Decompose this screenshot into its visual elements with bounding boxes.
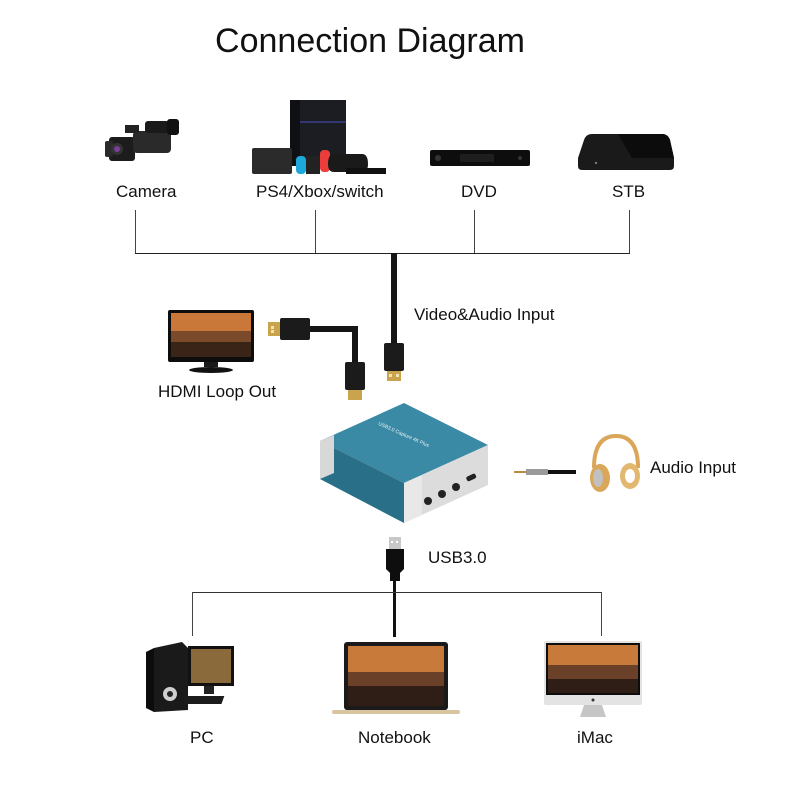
capture-device [320, 403, 488, 523]
output-bus-line [192, 592, 602, 593]
diagram-title: Connection Diagram [215, 22, 525, 60]
bus-drop-camera [135, 210, 136, 253]
imac-icon [544, 641, 642, 717]
audio-input-label: Audio Input [650, 458, 737, 477]
game-consoles-icon [252, 100, 386, 174]
bus-drop-imac [601, 592, 602, 636]
output-label-imac: iMac [577, 728, 613, 747]
source-label-camera: Camera [116, 182, 177, 201]
hdmi-loop-out-label: HDMI Loop Out [158, 382, 277, 401]
source-label-dvd: DVD [461, 182, 497, 201]
usb-label: USB3.0 [428, 548, 487, 567]
bus-drop-stb [629, 210, 630, 253]
output-label-notebook: Notebook [358, 728, 431, 747]
source-label-stb: STB [612, 182, 646, 201]
output-label-pc: PC [190, 728, 214, 747]
hdmi-loop-cable [268, 318, 365, 400]
bus-drop-pc [192, 592, 193, 636]
audio-jack-icon [514, 469, 576, 475]
hdmi-input-cable [384, 253, 404, 381]
laptop-icon [332, 642, 460, 714]
monitor-icon [168, 310, 254, 373]
headphones-icon [590, 433, 640, 492]
video-audio-input-label: Video&Audio Input [414, 305, 555, 324]
bus-drop-consoles [315, 210, 316, 253]
set-top-box-icon [578, 134, 674, 170]
video-camera-icon [105, 119, 179, 161]
desktop-pc-icon [146, 642, 234, 712]
dvd-player-icon [430, 150, 530, 166]
source-bus-line [135, 253, 630, 254]
usb-cable [386, 537, 404, 637]
source-label-consoles: PS4/Xbox/switch [256, 182, 384, 201]
bus-drop-dvd [474, 210, 475, 253]
